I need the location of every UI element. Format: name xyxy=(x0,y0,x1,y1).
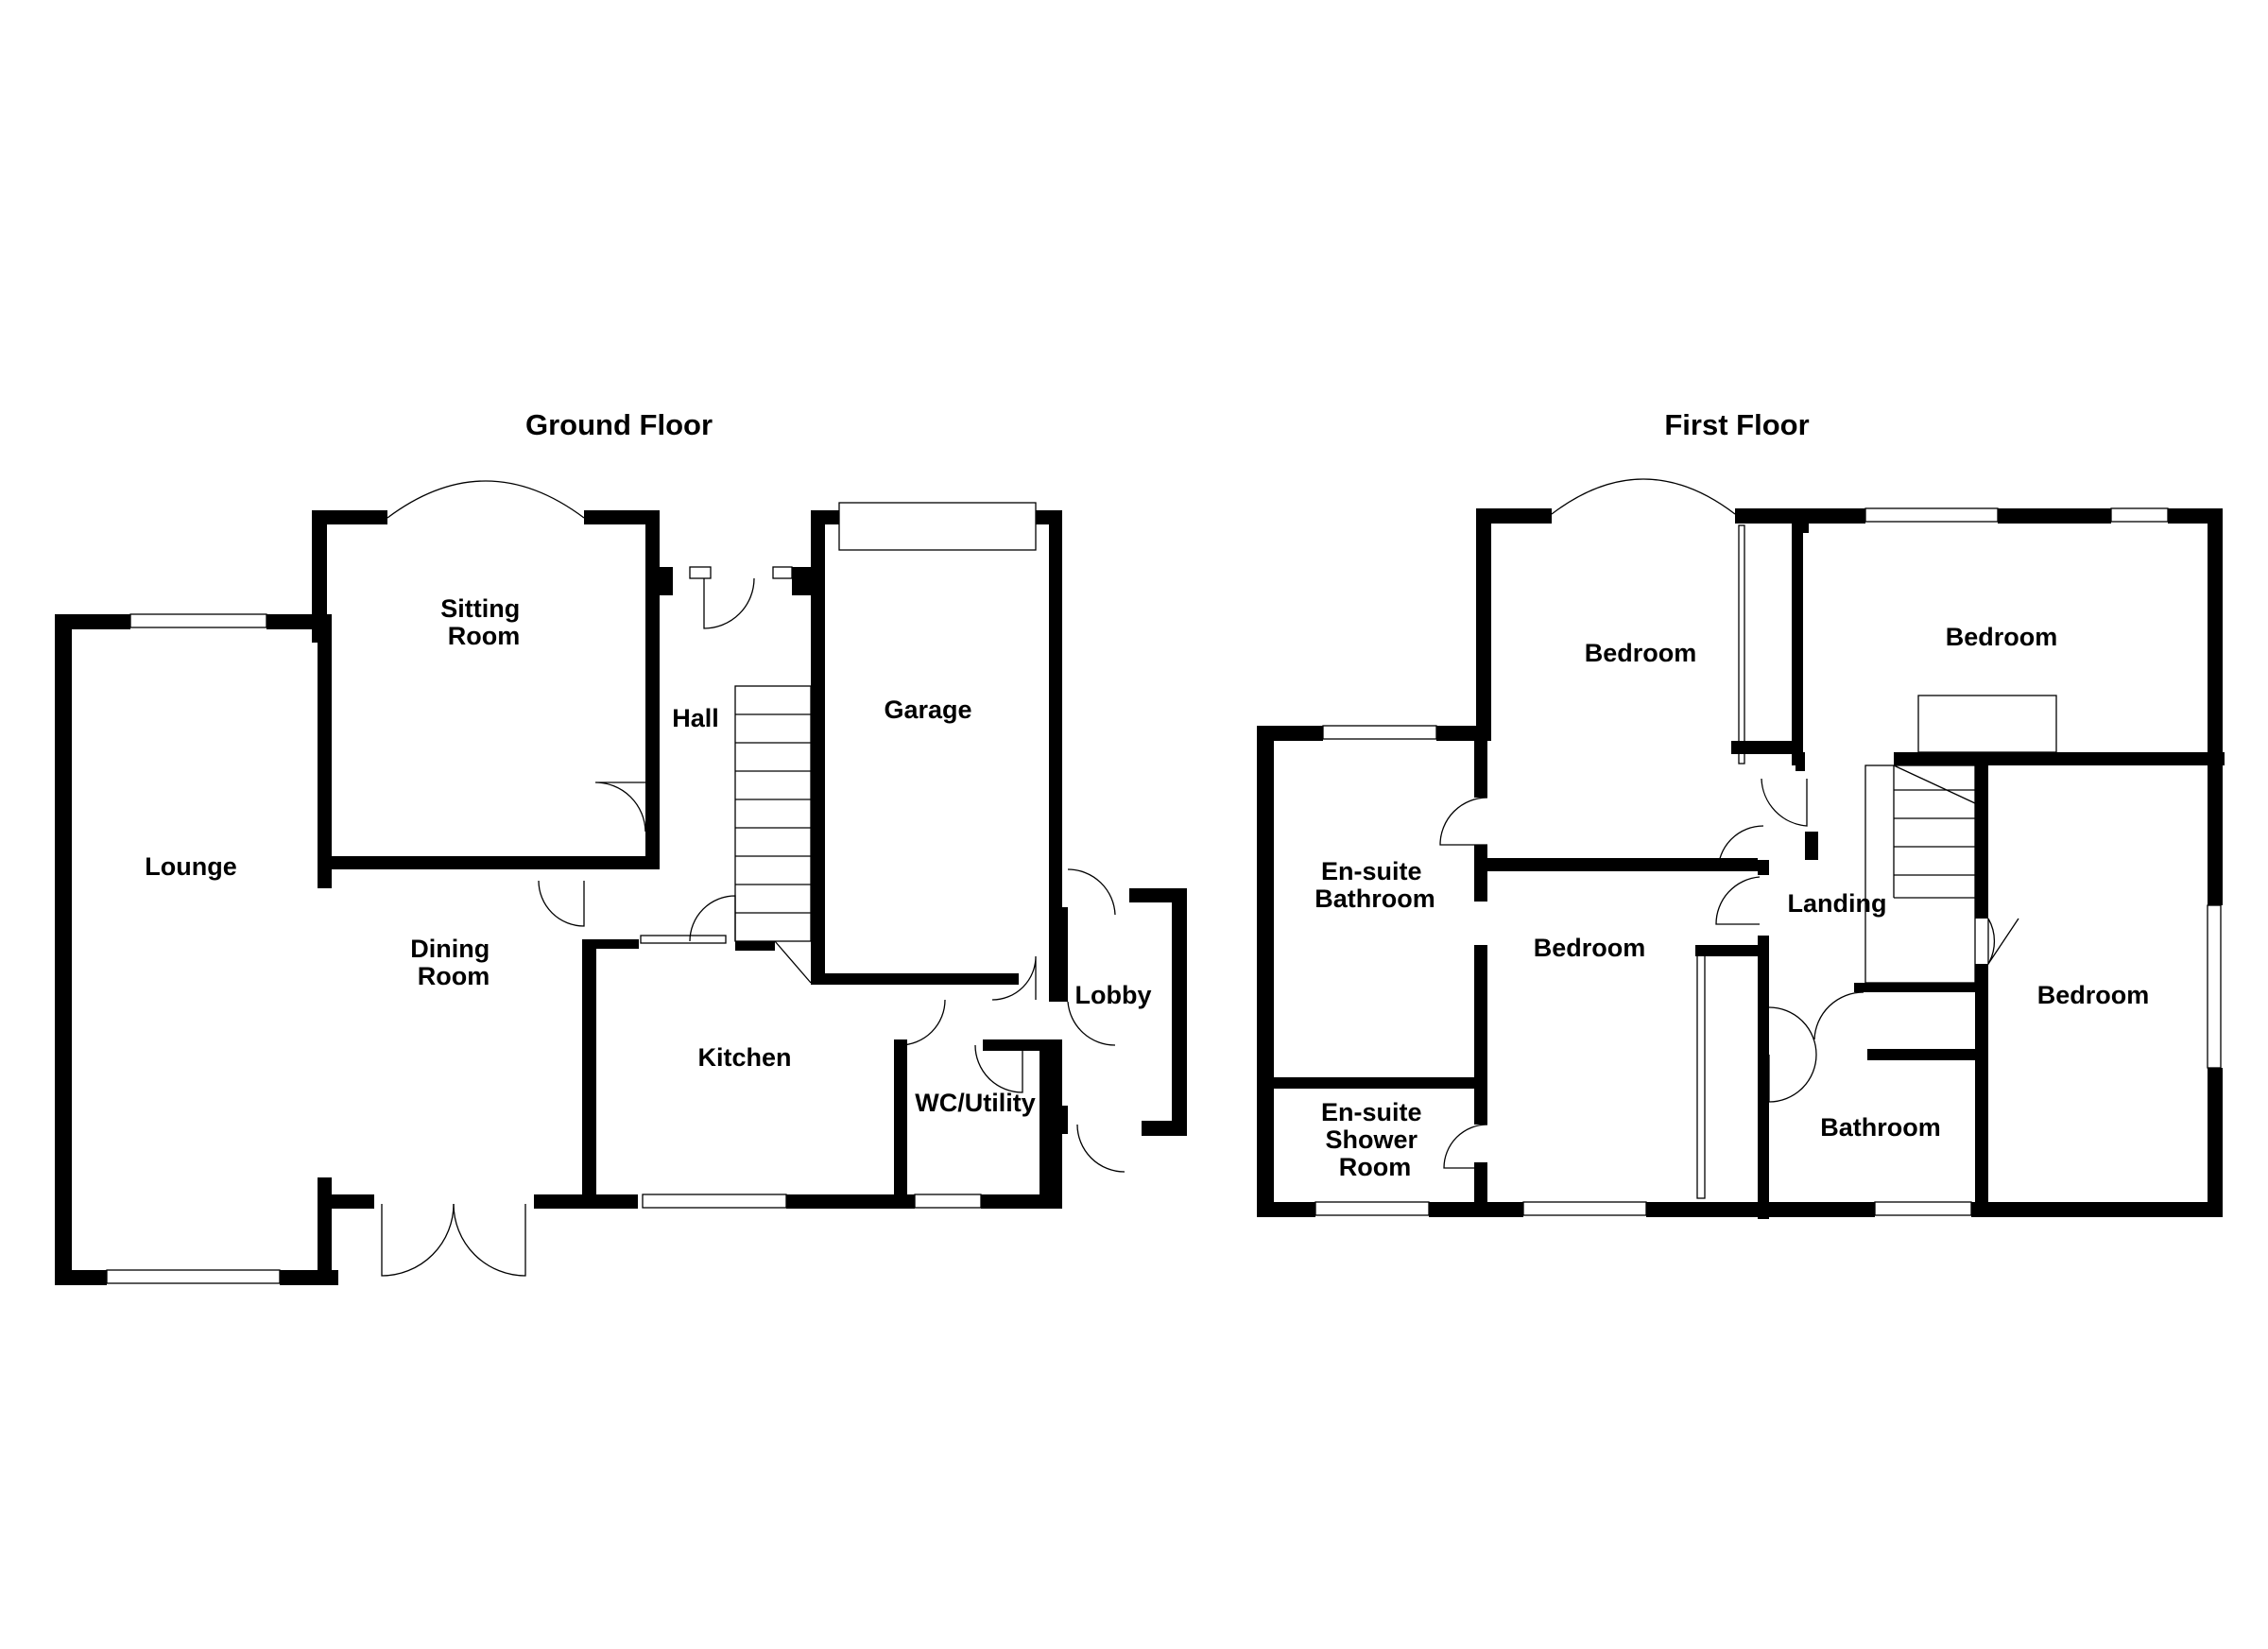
room-label-bedroom-1: Bedroom xyxy=(1585,639,1697,667)
floor-title-ground: Ground Floor xyxy=(525,408,713,441)
first-floor-doors xyxy=(1439,524,2057,1199)
first-floor-stairs xyxy=(1864,764,1976,984)
room-label-en-suite-bathroom: En-suite Bathroom xyxy=(1314,857,1435,913)
room-label-dining-room: Dining Room xyxy=(410,935,497,990)
room-label-garage: Garage xyxy=(884,696,971,724)
first-floor-labels: First Floor Bedroom Bedroom En-suite Bat… xyxy=(1314,408,2149,1181)
room-label-bathroom: Bathroom xyxy=(1820,1113,1941,1142)
room-label-kitchen: Kitchen xyxy=(697,1043,791,1072)
room-label-lobby: Lobby xyxy=(1075,981,1152,1009)
floor-title-first: First Floor xyxy=(1664,408,1809,441)
ground-floor-plan xyxy=(55,480,1187,1285)
room-label-landing: Landing xyxy=(1788,889,1887,918)
ground-floor-walls xyxy=(55,510,1187,1285)
ground-floor-stairs xyxy=(734,685,812,984)
ground-floor-doors xyxy=(381,577,1125,1277)
ground-floor-labels: Ground Floor Lounge Sitting Room Hall Ga… xyxy=(145,408,1151,1117)
room-label-wc-utility: WC/Utility xyxy=(915,1089,1036,1117)
room-label-hall: Hall xyxy=(672,704,719,732)
room-label-lounge: Lounge xyxy=(145,852,236,881)
room-label-bedroom-4: Bedroom xyxy=(2037,981,2150,1009)
first-floor-plan xyxy=(1257,478,2225,1219)
first-floor-windows xyxy=(1314,478,2222,1216)
room-label-sitting-room: Sitting Room xyxy=(440,594,527,650)
room-label-bedroom-3: Bedroom xyxy=(1534,934,1646,962)
room-label-en-suite-shower-room: En-suite Shower Room xyxy=(1321,1098,1429,1181)
room-label-bedroom-2: Bedroom xyxy=(1946,623,2058,651)
ground-floor-windows xyxy=(106,480,1037,1284)
first-floor-walls xyxy=(1257,508,2225,1219)
